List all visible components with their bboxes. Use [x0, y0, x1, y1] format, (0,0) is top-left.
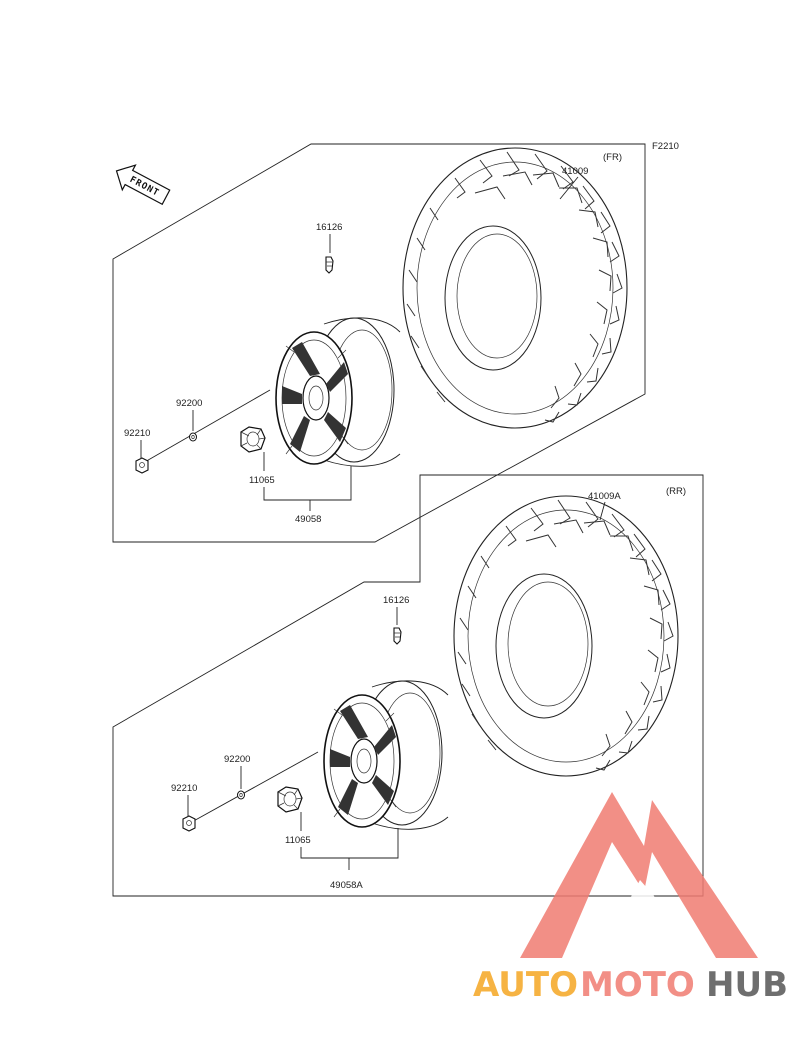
rear-hub-cap-part-number: 11065 — [285, 835, 311, 846]
rear-valve-part-number: 16126 — [383, 595, 409, 606]
rear-nut — [182, 815, 196, 832]
front-nut — [135, 457, 149, 474]
rear-washer-part-number: 92200 — [224, 754, 250, 765]
front-arrow-icon: FRONT — [115, 164, 171, 206]
rear-assembly-frame — [112, 474, 704, 897]
rear-hub-cap — [277, 786, 303, 813]
front-assembly: FRONT F2210 (FR) 41009 16126 92200 92210… — [112, 141, 679, 543]
diagram-code: F2210 — [652, 141, 679, 152]
front-nut-part-number: 92210 — [124, 428, 150, 439]
rear-tire — [453, 495, 679, 777]
front-tire-part-number: 41009 — [562, 166, 588, 177]
rear-nut-part-number: 92210 — [171, 783, 197, 794]
automotohub-logo: AUTO MOTO HUB — [473, 792, 788, 1005]
logo-triangle-inner — [598, 880, 690, 958]
rear-wheel — [323, 680, 449, 831]
rear-assembly: (RR) 41009A 16126 92200 92210 11065 4905… — [112, 474, 704, 897]
rear-washer — [237, 790, 245, 800]
front-position-label: (FR) — [603, 152, 622, 163]
front-assembly-frame — [112, 143, 646, 543]
front-washer — [189, 432, 197, 442]
front-wheel — [275, 317, 401, 468]
front-wheel-part-number: 49058 — [295, 514, 321, 525]
logo-text-auto: AUTO — [473, 965, 578, 1005]
rear-position-label: (RR) — [666, 486, 686, 497]
front-washer-part-number: 92200 — [176, 398, 202, 409]
front-valve — [325, 256, 334, 274]
rear-wheel-part-number: 49058A — [330, 880, 363, 891]
logo-triangle-outer — [520, 792, 758, 958]
front-hub-cap-part-number: 11065 — [249, 475, 275, 486]
logo-text-hub: HUB — [706, 965, 788, 1005]
front-tire — [402, 147, 628, 429]
front-valve-part-number: 16126 — [316, 222, 342, 233]
logo-text-moto: MOTO — [580, 965, 695, 1005]
front-hub-cap — [240, 426, 266, 453]
rear-tire-part-number: 41009A — [588, 491, 621, 502]
rear-valve — [393, 627, 402, 645]
